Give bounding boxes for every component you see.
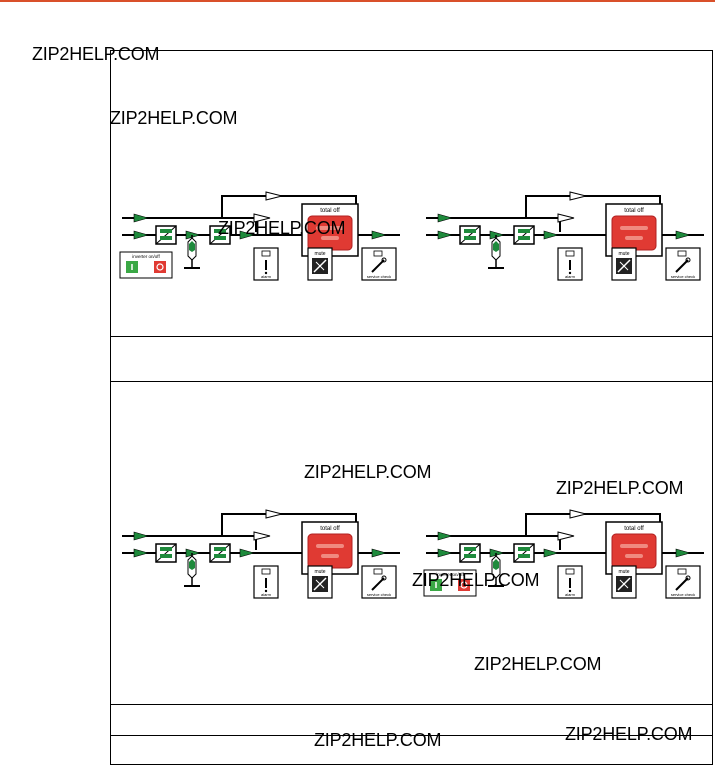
flow-arrow <box>437 531 454 541</box>
flow-arrow <box>371 548 388 558</box>
total-off-block <box>605 521 663 575</box>
battery-icon <box>488 553 504 587</box>
divider-3 <box>110 704 713 705</box>
alarm-icon <box>557 565 583 599</box>
svg-text:service check: service check <box>367 592 391 597</box>
svg-text:mute: mute <box>314 251 325 257</box>
watermark: ZIP2HELP.COM <box>304 462 432 482</box>
inverter-on-off-control: inverter on/off <box>119 251 173 279</box>
divider-1 <box>110 336 713 337</box>
inverter-block <box>209 225 231 245</box>
panel-top-right: total off alarm mute service check <box>420 190 710 305</box>
svg-text:mute: mute <box>618 569 629 575</box>
service-wrench-icon <box>361 247 397 281</box>
svg-text:inverter on/off: inverter on/off <box>436 572 464 577</box>
flow-arrow <box>437 213 454 223</box>
svg-text:alarm: alarm <box>261 274 272 279</box>
rectifier-block <box>459 225 481 245</box>
flow-arrow <box>489 548 506 558</box>
svg-text:service check: service check <box>671 274 695 279</box>
svg-text:total off: total off <box>624 208 644 214</box>
top-rule <box>0 0 715 2</box>
svg-text:alarm: alarm <box>565 592 576 597</box>
panel-bottom-left: total off alarm mute service check <box>116 508 406 623</box>
flow-arrow <box>675 230 692 240</box>
flow-arrow <box>437 548 454 558</box>
watermark: ZIP2HELP.COM <box>32 44 160 64</box>
ups-mimic-diagram: total off alarm mute service check inver… <box>119 191 400 281</box>
svg-text:alarm: alarm <box>261 592 272 597</box>
inverter-on-off-control: inverter on/off <box>423 569 477 597</box>
alarm-icon <box>557 247 583 281</box>
alarm-icon <box>253 247 279 281</box>
flow-arrow <box>185 548 202 558</box>
svg-text:inverter on/off: inverter on/off <box>132 254 160 259</box>
svg-text:total off: total off <box>320 208 340 214</box>
inverter-block <box>513 225 535 245</box>
battery-icon <box>184 553 200 587</box>
flow-arrow <box>543 230 560 240</box>
rectifier-block <box>155 543 177 563</box>
total-off-block <box>605 203 663 257</box>
panel-bottom-right: total off alarm mute service check inver… <box>420 508 710 623</box>
svg-text:total off: total off <box>320 526 340 532</box>
panel-top-left: total off alarm mute service check inver… <box>116 190 406 305</box>
flow-arrow <box>675 548 692 558</box>
watermark: ZIP2HELP.COM <box>556 478 684 498</box>
flow-arrow <box>489 230 506 240</box>
watermark: ZIP2HELP.COM <box>412 570 540 590</box>
power-off-icon <box>154 261 166 273</box>
ups-mimic-diagram: total off alarm mute service check <box>122 509 400 599</box>
ups-mimic-diagram: total off alarm mute service check inver… <box>423 509 704 599</box>
svg-text:mute: mute <box>314 569 325 575</box>
service-wrench-icon <box>361 565 397 599</box>
divider-4 <box>110 735 713 736</box>
alarm-icon <box>253 565 279 599</box>
divider-2 <box>110 381 713 382</box>
flow-arrow <box>185 230 202 240</box>
flow-arrow <box>133 548 150 558</box>
flow-arrow <box>133 213 150 223</box>
watermark: ZIP2HELP.COM <box>218 218 346 238</box>
svg-text:service check: service check <box>671 592 695 597</box>
flow-arrow <box>133 531 150 541</box>
svg-text:total off: total off <box>624 526 644 532</box>
mute-icon <box>307 247 333 281</box>
diagram-frame <box>110 50 713 765</box>
rectifier-block <box>459 543 481 563</box>
mute-icon <box>307 565 333 599</box>
mute-icon <box>611 247 637 281</box>
watermark: ZIP2HELP.COM <box>314 730 442 750</box>
flow-arrow <box>239 230 256 240</box>
inverter-block <box>513 543 535 563</box>
svg-text:mute: mute <box>618 251 629 257</box>
mute-icon <box>611 565 637 599</box>
service-wrench-icon <box>665 565 701 599</box>
rectifier-block <box>155 225 177 245</box>
flow-arrow <box>133 230 150 240</box>
flow-arrow <box>239 548 256 558</box>
flow-arrow <box>371 230 388 240</box>
watermark: ZIP2HELP.COM <box>110 108 238 128</box>
ups-mimic-diagram: total off alarm mute service check <box>426 191 704 281</box>
inverter-block <box>209 543 231 563</box>
watermark: ZIP2HELP.COM <box>565 724 693 744</box>
svg-text:service check: service check <box>367 274 391 279</box>
battery-icon <box>488 235 504 269</box>
svg-text:alarm: alarm <box>565 274 576 279</box>
power-off-icon <box>458 579 470 591</box>
battery-icon <box>184 235 200 269</box>
flow-arrow <box>437 230 454 240</box>
service-wrench-icon <box>665 247 701 281</box>
watermark: ZIP2HELP.COM <box>474 654 602 674</box>
flow-arrow <box>543 548 560 558</box>
